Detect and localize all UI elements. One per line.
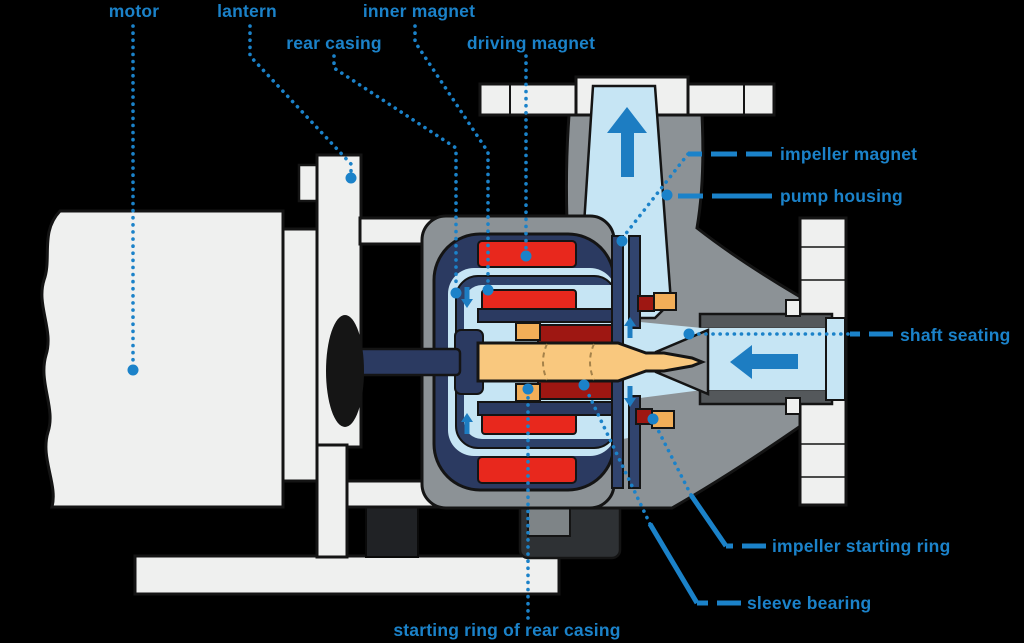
motor-body	[40, 209, 285, 509]
outlet-flow-up-arrow	[607, 107, 647, 177]
suction-flange-step-tab	[785, 299, 801, 317]
sleeve-bearing-top	[537, 324, 613, 344]
impeller-starting-ring-leader	[647, 413, 766, 549]
lantern-leg	[315, 443, 349, 559]
impeller-starting-ring-top	[653, 292, 677, 311]
outlet-flange-right-wing	[686, 82, 776, 117]
circulation-up-arrow-right	[624, 317, 636, 338]
label-motor: motor	[108, 1, 160, 21]
shaft-seating-leader	[683, 328, 893, 340]
shaft-detail-line	[589, 343, 595, 381]
label-lantern: lantern	[217, 1, 277, 21]
pump-housing-leader	[661, 189, 772, 201]
suction-pipe-wall-top	[698, 312, 834, 331]
label-driving-magnet: driving magnet	[466, 33, 596, 53]
driving-magnet-leader	[520, 54, 532, 262]
shaft-detail-line	[542, 343, 548, 381]
label-impeller-starting-ring: impeller starting ring	[772, 536, 951, 556]
motor-leader	[127, 24, 139, 376]
label-rear-casing: rear casing	[286, 33, 382, 53]
sleeve-bearing-leader	[578, 379, 741, 606]
lantern-leader	[248, 24, 357, 184]
motor-end-flange	[281, 227, 321, 483]
base-plate	[133, 554, 561, 596]
impeller-front-shroud-top	[628, 235, 641, 329]
shaft-coupling-disc	[326, 315, 364, 427]
label-pump-housing: pump housing	[780, 186, 903, 206]
lantern-top-tab	[297, 163, 319, 203]
outlet-flange-left-wing	[478, 82, 578, 117]
impeller-seal-block-top	[637, 295, 655, 312]
label-inner-magnet: inner magnet	[362, 1, 476, 21]
inlet-flow-left-arrow	[730, 345, 798, 379]
inner-rotor-band-bottom	[477, 401, 613, 416]
inner-rotor-band-top	[477, 308, 613, 323]
suction-pipe-wall-bottom	[698, 387, 834, 406]
lantern-foot	[365, 502, 419, 558]
suction-flange-bore	[825, 317, 846, 401]
inner-magnet-bottom	[481, 412, 577, 435]
label-starting-ring-of-rear-casing: starting ring of rear casing	[393, 620, 621, 640]
starting-ring-of-rear-casing-leader	[522, 383, 534, 620]
pump-foot-block	[527, 505, 571, 537]
suction-flange-step-tab	[785, 397, 801, 415]
circulation-up-arrow-left	[461, 413, 473, 434]
inner-magnet-top	[481, 289, 577, 312]
rear-casing-starting-ring-top	[515, 322, 541, 341]
circulation-down-arrow-right	[624, 386, 636, 407]
label-impeller-magnet: impeller magnet	[780, 144, 918, 164]
label-shaft-seating: shaft seating	[900, 325, 1011, 345]
rear-casing-leader	[332, 54, 462, 299]
sleeve-bearing-bottom	[537, 380, 613, 400]
circulation-down-arrow-left	[461, 287, 473, 308]
impeller-magnet-leader	[616, 151, 772, 247]
impeller-front-shroud-bottom	[628, 395, 641, 489]
inner-magnet-leader	[413, 24, 494, 296]
label-sleeve-bearing: sleeve bearing	[747, 593, 872, 613]
